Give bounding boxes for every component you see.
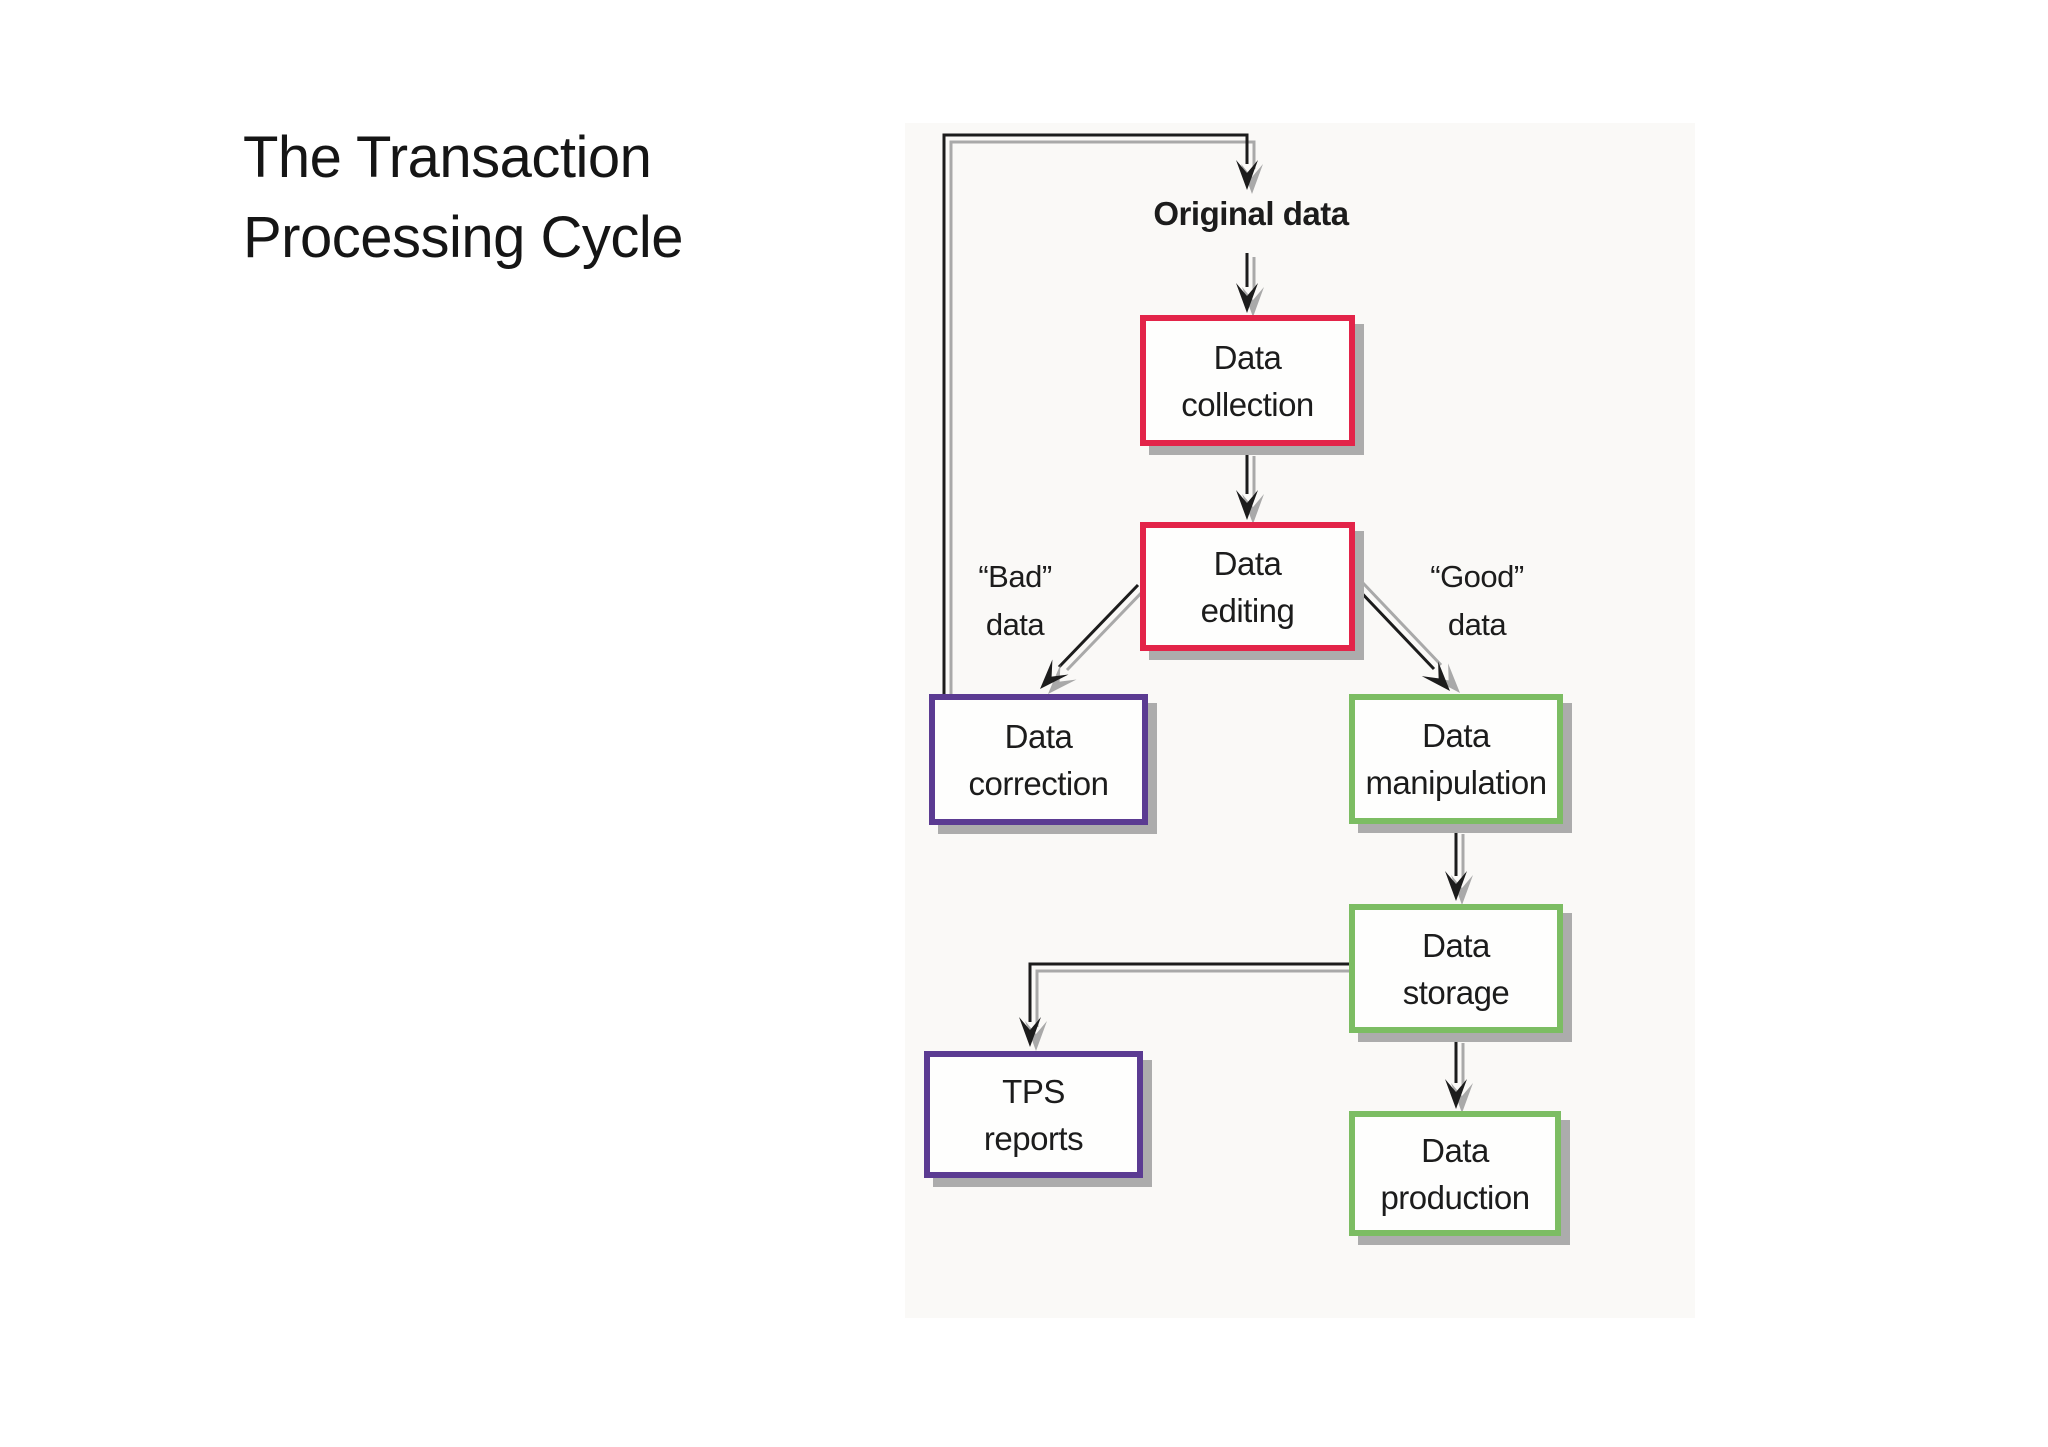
arrowhead-shadow	[1451, 875, 1473, 905]
arrowhead-shadow	[1431, 663, 1460, 693]
arrowhead-shadow	[1048, 664, 1077, 694]
arrowhead-icon	[1421, 661, 1450, 691]
node-tps-reports-line2: reports	[983, 1119, 1084, 1157]
connector-line	[1028, 962, 1360, 1022]
bad-data-line2: data	[985, 607, 1045, 642]
original-data-label: Original data	[1101, 191, 1401, 237]
connector-correction-to-original-data	[942, 133, 1263, 701]
node-data-correction-line1: Data	[1004, 717, 1073, 755]
node-data-production: Data production	[1349, 1111, 1561, 1236]
node-data-correction: Data correction	[929, 694, 1148, 825]
connector-collection-to-editing	[1236, 452, 1264, 524]
arrowhead-shadow	[1025, 1021, 1047, 1051]
arrowhead-shadow	[1242, 494, 1264, 524]
arrowhead-icon	[1445, 1079, 1467, 1109]
good-data-line1: “Good”	[1430, 559, 1524, 594]
node-data-manipulation: Data manipulation	[1349, 694, 1563, 824]
slide-title-line2: Processing Cycle	[243, 205, 684, 270]
arrowhead-icon	[1236, 490, 1258, 520]
connector-original-data-to-collection	[1236, 253, 1264, 317]
slide-title-line1: The Transaction	[243, 125, 652, 190]
connector-editing-to-manipulation	[1353, 580, 1460, 693]
node-data-editing-line2: editing	[1200, 591, 1295, 629]
node-data-storage-line1: Data	[1422, 926, 1490, 964]
node-tps-reports-line1: TPS	[1002, 1072, 1065, 1110]
bad-data-label: “Bad” data	[950, 553, 1080, 649]
node-data-correction-line2: correction	[968, 764, 1109, 802]
connector-editing-to-correction	[1040, 583, 1148, 694]
node-data-manipulation-line2: manipulation	[1365, 764, 1547, 801]
node-data-collection-line1: Data	[1213, 338, 1282, 376]
connector-storage-to-production	[1445, 1039, 1473, 1113]
bad-data-line1: “Bad”	[978, 559, 1052, 594]
node-data-editing: Data editing	[1140, 522, 1355, 651]
connector-shadow	[1035, 969, 1367, 1027]
arrowhead-icon	[1019, 1017, 1041, 1047]
connector-line	[1057, 583, 1140, 669]
good-data-label: “Good” data	[1412, 553, 1542, 649]
node-tps-reports: TPS reports	[924, 1051, 1143, 1178]
arrowhead-icon	[1445, 871, 1467, 901]
node-data-production-line1: Data	[1421, 1131, 1489, 1169]
arrowhead-icon	[1040, 659, 1069, 689]
node-data-storage-line2: storage	[1402, 973, 1510, 1011]
slide-title: The Transaction Processing Cycle	[243, 118, 684, 278]
arrowhead-shadow	[1241, 164, 1263, 194]
arrowhead-shadow	[1242, 287, 1264, 317]
arrowhead-icon	[1236, 160, 1258, 190]
arrowhead-icon	[1236, 283, 1258, 313]
arrowhead-shadow	[1451, 1083, 1473, 1113]
node-data-storage: Data storage	[1349, 904, 1563, 1033]
good-data-line2: data	[1447, 607, 1507, 642]
connector-line	[942, 133, 1249, 694]
node-data-collection-line2: collection	[1181, 385, 1314, 423]
connector-manipulation-to-storage	[1445, 830, 1473, 905]
node-data-manipulation-line1: Data	[1422, 717, 1490, 754]
original-data-text: Original data	[1153, 195, 1349, 232]
connector-shadow	[1065, 586, 1148, 672]
connector-shadow	[949, 140, 1256, 701]
node-data-editing-line1: Data	[1213, 544, 1282, 582]
node-data-collection: Data collection	[1140, 315, 1355, 446]
connector-shadow	[1360, 580, 1443, 667]
connector-storage-to-tps-reports	[1019, 962, 1367, 1051]
node-data-production-line2: production	[1380, 1178, 1530, 1216]
connector-line	[1353, 584, 1436, 671]
